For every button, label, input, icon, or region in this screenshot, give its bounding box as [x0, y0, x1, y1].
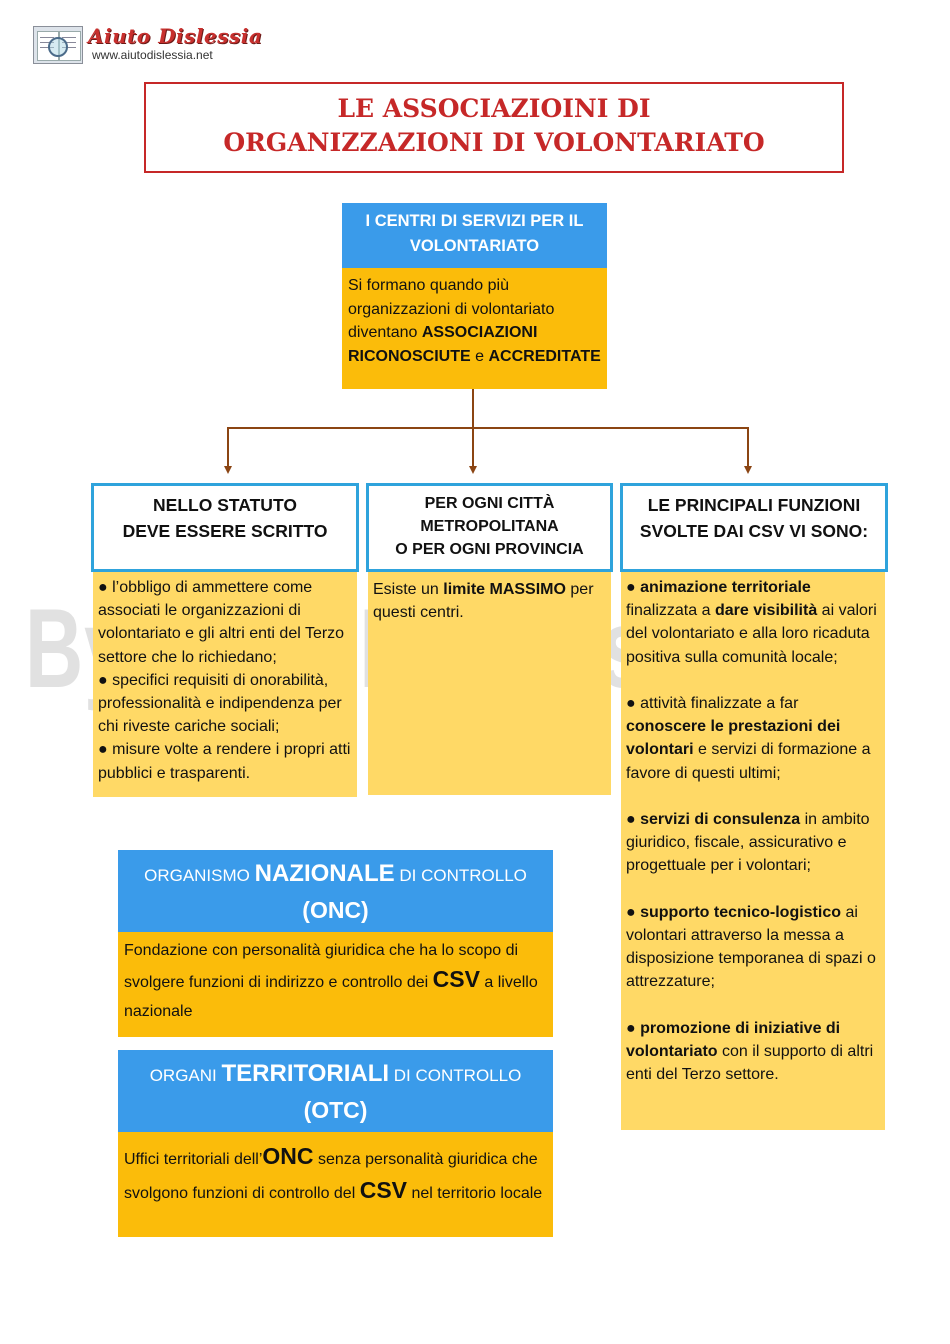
bullet-icon: ●	[626, 695, 641, 712]
funzioni-header-line-2: SVOLTE DAI CSV VI SONO:	[639, 521, 869, 541]
otc-header: ORGANI TERRITORIALI DI CONTROLLO (OTC)	[118, 1050, 553, 1132]
statuto-header: NELLO STATUTO DEVE ESSERE SCRITTO	[91, 483, 359, 572]
funzioni-body: ● animazione territoriale finalizzata a …	[621, 572, 885, 1130]
logo-title: Aiuto Dislessia	[88, 24, 263, 48]
otc-header-big: TERRITORIALI	[221, 1060, 390, 1087]
arrow-down-icon	[469, 466, 477, 474]
funzioni-header: LE PRINCIPALI FUNZIONI SVOLTE DAI CSV VI…	[620, 483, 888, 572]
citta-header-line-2: METROPOLITANA	[420, 518, 559, 535]
csv-body: Si formano quando più organizzazioni di …	[342, 268, 607, 389]
otc-header-abbr: (OTC)	[303, 1097, 368, 1123]
statuto-header-line-2: DEVE ESSERE SCRITTO	[122, 521, 328, 541]
page-title: LE ASSOCIAZIOINI DI ORGANIZZAZIONI DI VO…	[144, 82, 844, 173]
csv-body-bold-1: ASSOCIAZIONI RICONOSCIUTE	[348, 324, 538, 365]
otc-header-pre: ORGANI	[149, 1066, 217, 1085]
list-item: ● misure volte a rendere i propri atti p…	[98, 741, 351, 782]
otc-header-post: DI CONTROLLO	[393, 1066, 522, 1085]
bullet-icon: ●	[98, 579, 113, 596]
onc-header: ORGANISMO NAZIONALE DI CONTROLLO (ONC)	[118, 850, 553, 932]
list-item: ● animazione territoriale finalizzata a …	[626, 579, 877, 666]
csv-body-bold-2: ACCREDITATE	[488, 347, 601, 365]
bullet-icon: ●	[98, 741, 113, 759]
citta-header: PER OGNI CITTÀ METROPOLITANA O PER OGNI …	[366, 483, 613, 572]
citta-body-text-2: per questi centri.	[373, 581, 594, 622]
connector-center	[472, 427, 474, 467]
connector-right	[747, 427, 749, 467]
csv-header-line-1: I CENTRI DI SERVIZI PER IL	[365, 212, 584, 230]
connector-horizontal	[227, 427, 749, 429]
list-item: ● l’obbligo di ammettere come associati …	[98, 579, 345, 666]
csv-header: I CENTRI DI SERVIZI PER IL VOLONTARIATO	[342, 203, 607, 268]
connector-trunk	[472, 389, 474, 428]
list-item: ● servizi di consulenza in ambito giurid…	[626, 811, 870, 875]
statuto-body: ● l’obbligo di ammettere come associati …	[93, 572, 357, 797]
onc-body: Fondazione con personalità giuridica che…	[118, 932, 553, 1037]
title-line-2: ORGANIZZAZIONI DI VOLONTARIATO	[223, 128, 765, 157]
otc-body: Uffici territoriali dell’ONC senza perso…	[118, 1132, 553, 1237]
onc-header-post: DI CONTROLLO	[399, 866, 527, 885]
citta-body-bold: limite MASSIMO	[443, 581, 566, 598]
csv-body-text: Si formano quando più organizzazioni di …	[348, 277, 555, 341]
onc-header-big: NAZIONALE	[254, 860, 395, 887]
bullet-icon: ●	[98, 671, 113, 689]
onc-header-abbr: (ONC)	[302, 897, 369, 923]
citta-header-line-1: PER OGNI CITTÀ	[424, 495, 555, 512]
list-item: ● specifici requisiti di onorabilità, pr…	[98, 671, 342, 736]
onc-header-pre: ORGANISMO	[144, 866, 250, 885]
list-item: ● promozione di iniziative di volontaria…	[626, 1019, 874, 1084]
arrow-down-icon	[744, 466, 752, 474]
connector-left	[227, 427, 229, 467]
funzioni-header-line-1: LE PRINCIPALI FUNZIONI	[647, 495, 861, 515]
title-line-1: LE ASSOCIAZIOINI DI	[337, 94, 651, 123]
statuto-header-line-1: NELLO STATUTO	[153, 495, 297, 515]
bullet-icon: ●	[626, 1019, 641, 1037]
csv-header-line-2: VOLONTARIATO	[409, 237, 540, 255]
bullet-icon: ●	[626, 579, 641, 596]
logo-icon	[33, 26, 83, 64]
list-item: ● attività finalizzate a far conoscere l…	[626, 695, 871, 782]
csv-body-and: e	[475, 347, 485, 365]
logo-url: www.aiutodislessia.net	[92, 48, 213, 62]
arrow-down-icon	[224, 466, 232, 474]
citta-header-line-3: O PER OGNI PROVINCIA	[395, 541, 584, 558]
citta-body-text: Esiste un	[373, 581, 439, 598]
citta-body: Esiste un limite MASSIMO per questi cent…	[368, 572, 611, 795]
bullet-icon: ●	[626, 903, 641, 921]
list-item: ● supporto tecnico-logistico ai volontar…	[626, 903, 876, 991]
bullet-icon: ●	[626, 811, 641, 828]
